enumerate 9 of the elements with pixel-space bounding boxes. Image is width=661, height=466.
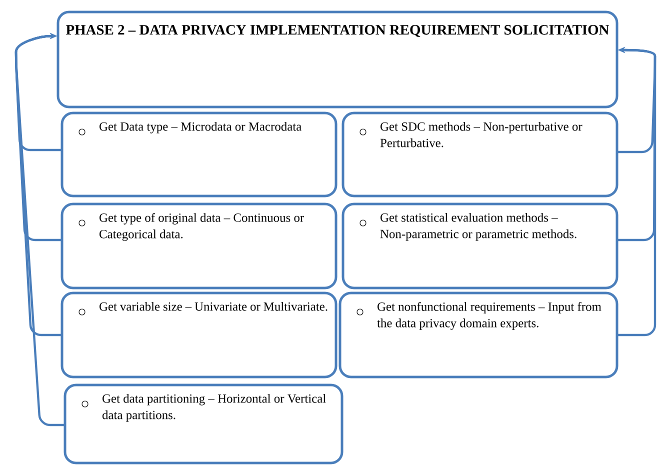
requirement-box: Get SDC methods – Non-perturbative or Perturbative.: [342, 112, 618, 198]
title-box: PHASE 2 – DATA PRIVACY IMPLEMENTATION REQUIREMENT SOLICITATION: [56, 10, 618, 108]
requirement-box: Get statistical evaluation methods – Non-parametric or parametric methods.: [342, 202, 618, 290]
requirement-box: Get nonfunctional requirements – Input from the data privacy domain experts.: [338, 292, 618, 378]
requirement-box: Get Data type – Microdata or Macrodata: [60, 112, 338, 198]
requirement-box: Get type of original data – Continuous or Categorical data.: [60, 202, 338, 290]
arrow: [14, 32, 65, 426]
requirement-box: Get data partitioning – Horizontal or Vertical data partitions.: [64, 384, 344, 464]
requirement-box: Get variable size – Univariate or Multivariate.: [60, 292, 338, 378]
